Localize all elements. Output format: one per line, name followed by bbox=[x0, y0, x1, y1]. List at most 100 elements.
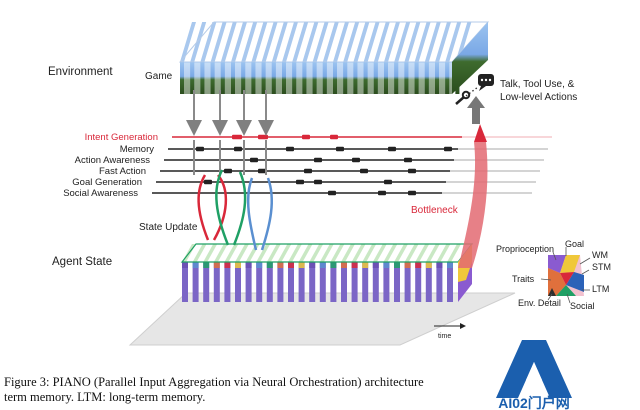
dotted-connector bbox=[465, 86, 479, 97]
frame-band bbox=[180, 62, 452, 94]
module-event bbox=[234, 146, 242, 152]
module-label-fast-action: Fast Action bbox=[99, 166, 146, 177]
watermark-logo: AI02门户网 bbox=[496, 340, 572, 410]
state-slice bbox=[447, 244, 461, 302]
state-slice bbox=[213, 244, 228, 302]
proprioception-label: Proprioception bbox=[496, 244, 554, 254]
module-line-memory bbox=[168, 146, 548, 152]
stm-label: STM bbox=[592, 262, 611, 272]
state-slice bbox=[415, 244, 430, 302]
agent-state-stack bbox=[180, 243, 474, 302]
state-slice bbox=[425, 244, 440, 302]
module-event bbox=[232, 134, 242, 140]
module-event bbox=[408, 190, 416, 196]
state-slice bbox=[330, 244, 345, 302]
state-slice bbox=[309, 244, 324, 302]
time-label: time bbox=[438, 333, 451, 340]
pie-callout-lines bbox=[540, 247, 591, 304]
goal-label: Goal bbox=[565, 239, 584, 249]
wm-label: WM bbox=[592, 250, 608, 260]
module-event bbox=[196, 146, 204, 152]
module-event bbox=[404, 157, 412, 163]
actions-label-line2: Low-level Actions bbox=[500, 92, 577, 103]
state-slice bbox=[362, 244, 377, 302]
module-line-action-awareness bbox=[164, 157, 544, 163]
module-event bbox=[352, 157, 360, 163]
env-detail-label: Env. Detail bbox=[518, 298, 561, 308]
module-label-social-awareness: Social Awareness bbox=[63, 188, 138, 199]
module-event bbox=[304, 168, 312, 174]
state-slice bbox=[351, 244, 366, 302]
module-label-memory: Memory bbox=[120, 144, 155, 155]
state-slice bbox=[192, 244, 207, 302]
traits-label: Traits bbox=[512, 274, 535, 284]
state-slice bbox=[277, 244, 292, 302]
module-event bbox=[360, 168, 368, 174]
bottleneck-flow bbox=[458, 124, 488, 268]
module-event bbox=[204, 179, 212, 185]
caption-line-1: Figure 3: PIANO (Parallel Input Aggregat… bbox=[4, 375, 424, 389]
state-slice bbox=[319, 244, 334, 302]
module-label-goal-generation: Goal Generation bbox=[72, 177, 142, 188]
state-slice bbox=[394, 244, 408, 302]
time-arrow bbox=[434, 323, 466, 329]
state-slice bbox=[235, 244, 249, 302]
module-lines bbox=[152, 134, 552, 196]
state-update-label: State Update bbox=[139, 222, 198, 233]
state-components-pie bbox=[548, 255, 584, 296]
state-slice bbox=[256, 244, 271, 302]
state-slice bbox=[372, 244, 387, 302]
module-event bbox=[314, 179, 322, 185]
speech-bubble-icon bbox=[478, 74, 494, 91]
module-event bbox=[330, 134, 338, 140]
actions-label-line1: Talk, Tool Use, & bbox=[500, 79, 575, 90]
module-event bbox=[328, 190, 336, 196]
module-event bbox=[336, 146, 344, 152]
state-slice bbox=[266, 244, 281, 302]
state-slice bbox=[404, 244, 419, 302]
state-slice bbox=[298, 244, 313, 302]
caption-line-2: term memory. LTM: long-term memory. bbox=[4, 390, 206, 404]
agent-state-label: Agent State bbox=[52, 256, 112, 268]
module-event bbox=[258, 134, 268, 140]
gray-input-arrows bbox=[186, 90, 274, 175]
module-event bbox=[388, 146, 396, 152]
module-line-fast-action bbox=[160, 168, 540, 174]
module-event bbox=[296, 179, 304, 185]
module-event bbox=[378, 190, 386, 196]
module-line-intent-generation bbox=[172, 134, 552, 140]
module-event bbox=[258, 168, 266, 174]
module-event bbox=[314, 157, 322, 163]
module-event bbox=[444, 146, 452, 152]
game-frames bbox=[178, 21, 490, 94]
module-event bbox=[408, 168, 416, 174]
watermark-text: AI02门户网 bbox=[498, 395, 570, 410]
state-slice bbox=[288, 244, 302, 302]
module-event bbox=[384, 179, 392, 185]
figure-caption: Figure 3: PIANO (Parallel Input Aggregat… bbox=[4, 375, 494, 405]
environment-label: Environment bbox=[48, 66, 113, 78]
social-label: Social bbox=[570, 301, 595, 311]
module-event bbox=[286, 146, 294, 152]
module-line-goal-generation bbox=[156, 179, 536, 185]
state-slice bbox=[224, 244, 239, 302]
state-slice bbox=[383, 244, 398, 302]
last-frame bbox=[452, 22, 488, 94]
module-label-intent-generation: Intent Generation bbox=[85, 132, 158, 143]
wrench-icon bbox=[455, 90, 471, 105]
state-slice bbox=[341, 244, 355, 302]
ltm-label: LTM bbox=[592, 284, 609, 294]
agent-state-plane bbox=[128, 292, 516, 346]
state-slice bbox=[203, 244, 218, 302]
module-event bbox=[250, 157, 258, 163]
bottleneck-label: Bottleneck bbox=[411, 205, 459, 216]
state-slice bbox=[436, 244, 451, 302]
module-label-action-awareness: Action Awareness bbox=[75, 155, 151, 166]
game-label: Game bbox=[145, 71, 173, 82]
state-update-flows bbox=[197, 169, 274, 251]
module-event bbox=[302, 134, 310, 140]
module-event bbox=[224, 168, 232, 174]
state-component-labels: Proprioception Goal WM STM Traits LTM En… bbox=[496, 239, 611, 311]
